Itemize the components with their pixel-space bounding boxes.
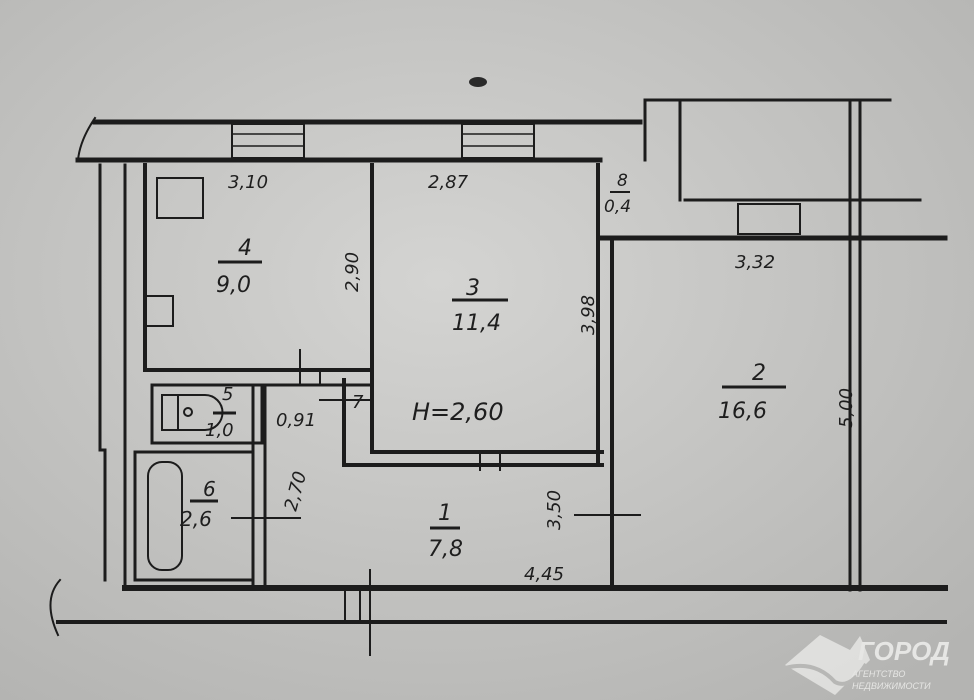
- dim-room3-width: 2,87: [428, 172, 469, 193]
- watermark-line1: АГЕНТСТВО: [851, 669, 905, 679]
- watermark-line2: НЕДВИЖИМОСТИ: [852, 681, 931, 691]
- room-8-area: 0,4: [604, 197, 631, 217]
- room-3-number: 3: [466, 276, 480, 301]
- room-2-number: 2: [752, 361, 766, 386]
- agency-logo-icon: [784, 635, 870, 695]
- room-1-number: 1: [438, 501, 452, 526]
- dim-room3-depth: 3,98: [578, 295, 599, 335]
- dim-kitchen-depth: 2,90: [342, 252, 363, 292]
- walls: [49, 98, 948, 656]
- ink-spot: [469, 77, 487, 87]
- room-4-area: 9,0: [216, 273, 251, 298]
- dim-hall-width: 4,45: [524, 564, 564, 585]
- room-4-number: 4: [238, 236, 252, 261]
- dimension-labels: 3,10 2,87 3,32 4,45 2,90 3,98 5,00 3,50 …: [228, 172, 857, 585]
- dim-hall-depth: 3,50: [544, 490, 565, 530]
- agency-watermark: ГОРОД АГЕНТСТВО НЕДВИЖИМОСТИ: [784, 635, 950, 695]
- dim-wc-width: 0,91: [276, 410, 316, 431]
- ceiling-height: H=2,60: [412, 398, 504, 426]
- watermark-brand: ГОРОД: [858, 636, 950, 666]
- room-5-area: 1,0: [205, 420, 234, 441]
- room-6-area: 2,6: [180, 507, 212, 531]
- room-2-area: 16,6: [718, 399, 767, 424]
- room-labels: 4 9,0 3 11,4 2 16,6 1 7,8 5 1,0 6 2,6 7 …: [180, 171, 786, 562]
- room-5-number: 5: [222, 384, 233, 405]
- room-3-area: 11,4: [452, 311, 501, 336]
- dim-room2-depth: 5,00: [836, 388, 857, 428]
- dim-room2-width: 3,32: [735, 252, 775, 273]
- room-1-area: 7,8: [428, 537, 463, 562]
- room-7-number: 7: [352, 392, 364, 413]
- room-8-number: 8: [617, 171, 628, 191]
- room-6-number: 6: [203, 477, 216, 501]
- dim-kitchen-width: 3,10: [228, 172, 268, 193]
